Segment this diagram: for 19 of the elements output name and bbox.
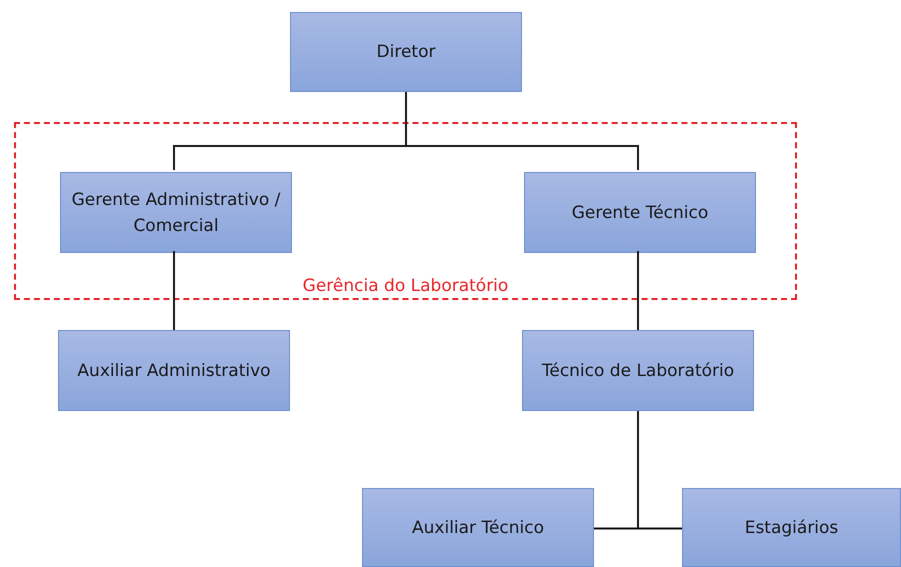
org-box <box>522 330 754 411</box>
role-label: Estagiários <box>744 516 840 540</box>
role-label: Técnico de Laboratório <box>540 360 736 382</box>
dashed-group-frame <box>14 122 797 300</box>
connector-line <box>405 92 639 170</box>
role-label: Gerente Administrativo / Comercial <box>70 188 282 238</box>
org-box <box>362 488 594 567</box>
org-box <box>682 488 901 567</box>
role-label: Diretor <box>376 41 436 64</box>
connector-line <box>637 251 639 330</box>
role-label: Auxiliar Administrativo <box>76 360 272 382</box>
org-box <box>60 172 292 253</box>
connector-line <box>637 411 682 530</box>
connector-line <box>173 251 175 330</box>
org-box <box>290 12 522 92</box>
org-box <box>524 172 756 253</box>
role-label: Auxiliar Técnico <box>411 516 545 540</box>
role-label: Gerente Técnico <box>570 202 710 224</box>
org-box <box>58 330 290 411</box>
